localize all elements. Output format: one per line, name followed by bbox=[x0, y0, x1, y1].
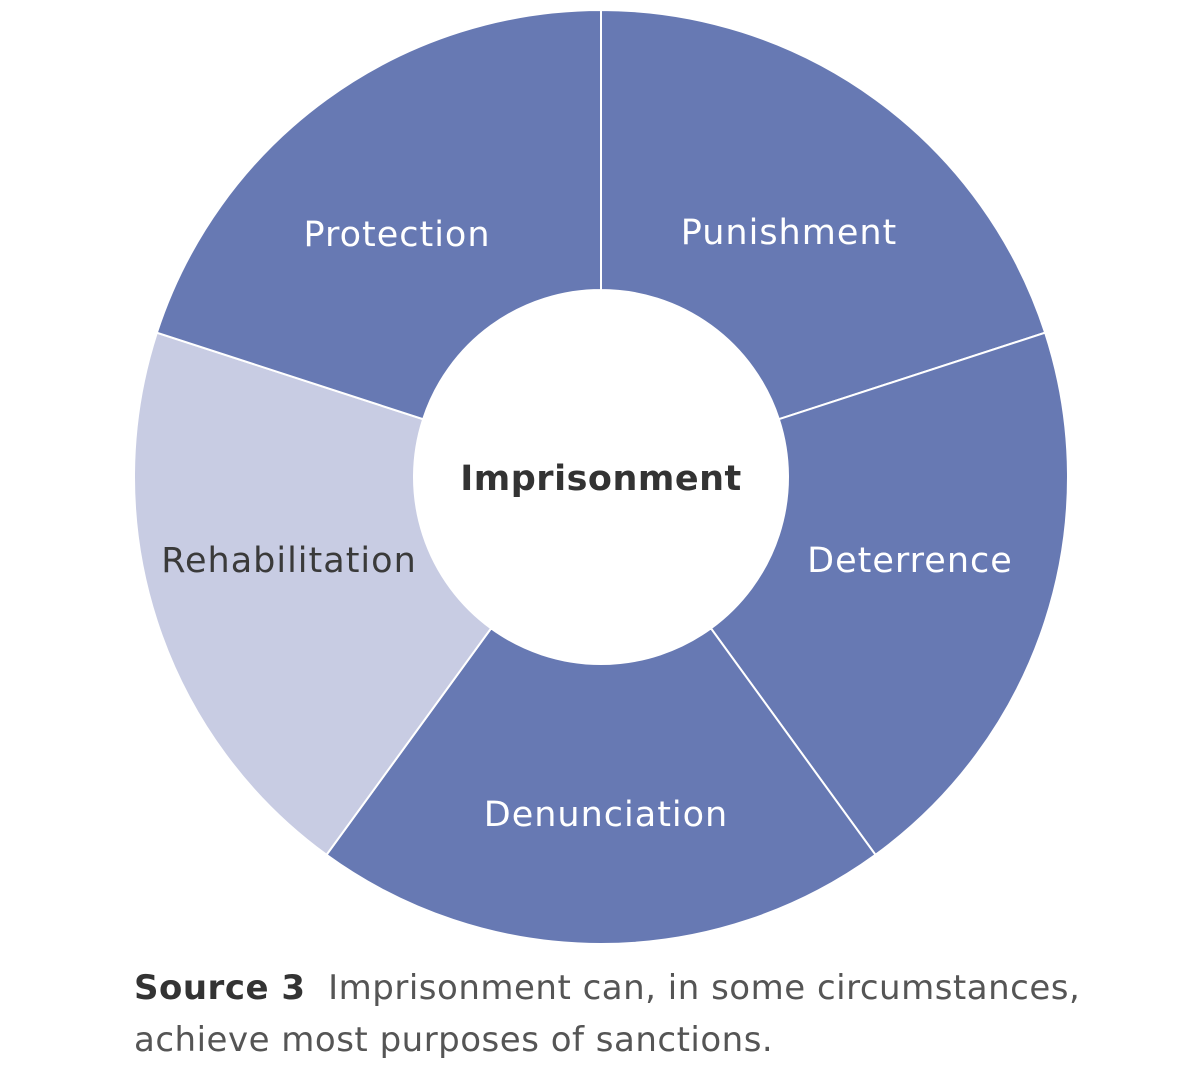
segment-rehabilitation bbox=[133, 331, 493, 857]
segment-label-protection: Protection bbox=[303, 215, 490, 255]
segment-label-deterrence: Deterrence bbox=[807, 541, 1013, 581]
center-label: Imprisonment bbox=[460, 459, 741, 499]
segment-label-denunciation: Denunciation bbox=[484, 795, 729, 835]
caption-source: Source 3 bbox=[134, 968, 306, 1008]
figure-caption: Source 3 Imprisonment can, in some circu… bbox=[134, 962, 1134, 1066]
purposes-donut-diagram: Imprisonment Punishment Deterrence Denun… bbox=[133, 8, 1069, 945]
caption-text: Imprisonment can, in some circumstances,… bbox=[134, 968, 1081, 1060]
center-circle bbox=[414, 290, 788, 664]
segment-punishment bbox=[600, 8, 1047, 421]
segment-deterrence bbox=[709, 331, 1069, 857]
segment-protection bbox=[155, 8, 602, 421]
segment-label-punishment: Punishment bbox=[681, 213, 898, 253]
segment-label-rehabilitation: Rehabilitation bbox=[161, 541, 417, 581]
